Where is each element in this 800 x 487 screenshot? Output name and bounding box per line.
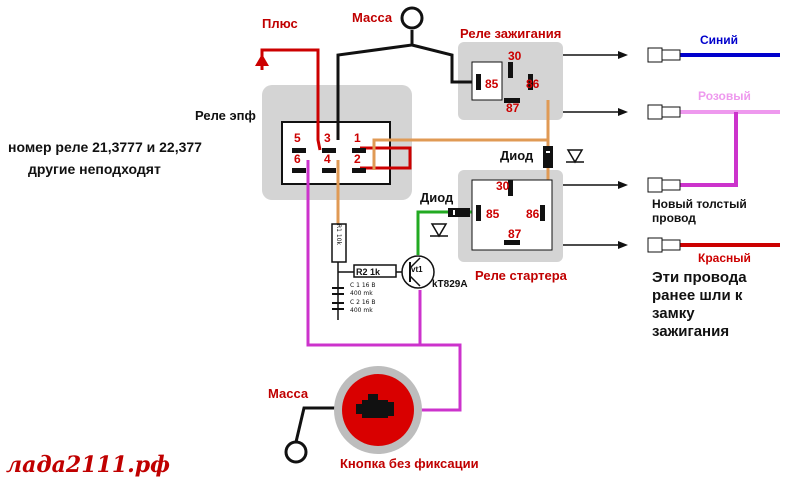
ignition-pin-85: 85 [485,77,499,91]
starter-pin-85: 85 [486,207,500,221]
starter-pin-87: 87 [508,227,522,241]
arrow-new [563,181,628,189]
relay-note-line1: номер реле 21,3777 и 22,377 [8,139,202,155]
ignition-pin-86: 86 [526,77,540,91]
wires-note-line1: Эти провода [652,269,747,286]
fuel-pin-6: 6 [294,152,301,166]
mass-top-label: Масса [352,10,393,25]
transistor-symbol [401,255,435,289]
capacitors [332,287,344,310]
starter-relay-label: Реле стартера [475,268,568,283]
brand-watermark: лада2111.рф [6,452,170,478]
r1-label: R1 10k [335,224,342,246]
pin1-red-wire [360,146,412,170]
ignition-pin-87: 87 [506,101,520,115]
c2-line2: 400 mk [350,307,373,314]
wires-note-line4: зажигания [652,323,729,340]
fuel-pin-1: 1 [354,131,361,145]
plus-label: Плюс [262,16,298,31]
mass-ring-bottom [284,440,308,464]
starter-pin-86: 86 [526,207,540,221]
transistor-label: kT829A [432,279,468,290]
vt1-label: vt1 [411,265,423,274]
c1-line2: 400 mk [350,290,373,297]
diode-upper-label: Диод [500,148,534,163]
mass-ring-top [400,6,424,30]
relay-note-line2: другие неподходят [28,161,161,177]
mass-bottom-label: Масса [268,386,309,401]
fuel-relay-pins [292,148,366,173]
ignition-relay-label: Реле зажигания [460,26,561,41]
diode-upper-symbol [543,146,584,168]
r2-label: R2 1k [356,267,381,277]
wires-note-line2: ранее шли к [652,287,743,304]
fuel-pin-5: 5 [294,131,301,145]
resistor-r2 [353,264,397,278]
terminal-new [647,177,681,193]
orange-wire-top [372,138,548,170]
arrow-pink [563,108,628,116]
resistor-r1 [331,223,347,263]
mass-top-wire [336,30,414,140]
arrow-red [563,241,628,249]
starter-pin-30: 30 [496,179,510,193]
pink-wire-label: Розовый [698,89,751,103]
engine-icon [356,394,394,418]
c2-line1: C 2 16 B [350,299,375,306]
fuel-pin-3: 3 [324,131,331,145]
fuel-pin-2: 2 [354,152,361,166]
ignition-relay-pins [471,61,533,103]
fuel-relay-label: Реле эпф [195,108,256,123]
new-wire-label-line2: провод [652,211,696,225]
fuel-pin-4: 4 [324,152,331,166]
wires-note-line3: замку [652,305,695,322]
c1-line1: C 1 16 B [350,282,375,289]
ignition-pin-30: 30 [508,49,522,63]
plus-arrow [255,54,269,66]
pink-wire-new [680,112,738,187]
diode-lower-label: Диод [420,190,454,205]
arrow-blue [563,51,628,59]
diode-lower-symbol [430,208,470,238]
mass-top-wire-2 [411,43,476,84]
new-wire-label-line1: Новый толстый [652,197,747,211]
magenta-wire-left [306,160,462,412]
terminal-blue [647,47,681,63]
button-label: Кнопка без фиксации [340,456,479,471]
red-wire-label: Красный [698,251,751,265]
terminal-pink [647,104,681,120]
terminal-red [647,237,681,253]
blue-wire-label: Синий [700,33,738,47]
starter-relay-pins [471,179,553,251]
